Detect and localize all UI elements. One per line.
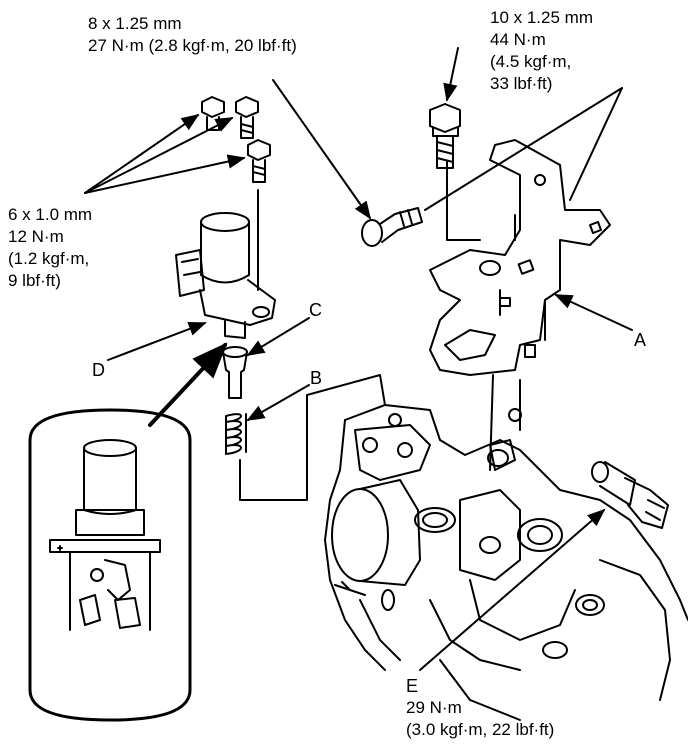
spec-8mm-size: 8 x 1.25 mm: [88, 14, 182, 33]
bolt-6mm-1: [201, 96, 225, 131]
bolt-8mm: [361, 207, 423, 247]
switch-e: [591, 461, 669, 529]
pin-c: [222, 346, 248, 399]
sensor-d: [175, 212, 276, 339]
callout-d: D: [92, 360, 105, 380]
leader-bolt-6mm-2: [84, 117, 234, 194]
spec-6mm-kgf: (1.2 kgf·m,: [8, 249, 90, 268]
spec-8mm-torque: 27 N·m (2.8 kgf·m, 20 lbf·ft): [88, 36, 297, 55]
spring-guide-line: [239, 374, 386, 501]
leader-bolt-6mm-3: [84, 154, 246, 194]
spec-6mm-lbf: 9 lbf·ft): [8, 271, 61, 290]
spec-10mm-lbf: 33 lbf·ft): [490, 74, 553, 93]
spec-10mm-size: 10 x 1.25 mm: [490, 8, 593, 27]
callout-c: C: [309, 300, 322, 320]
leader-bolt-6mm-1: [84, 113, 200, 194]
bracket-a: [429, 139, 611, 376]
leader-c: [246, 317, 310, 356]
inset-leader: [148, 342, 228, 427]
leader-bolt-10mm: [443, 47, 459, 102]
callout-a: A: [634, 330, 647, 350]
callout-b: B: [310, 368, 323, 388]
detail-inset: [28, 408, 192, 722]
spec-switch-kgf: (3.0 kgf·m, 22 lbf·ft): [406, 720, 555, 739]
leader-bracket-2: [424, 87, 623, 211]
leader-a: [554, 294, 633, 331]
transmission-case: [324, 404, 688, 721]
spec-6mm-torque: 12 N·m: [8, 227, 64, 246]
spec-10mm-torque: 44 N·m: [490, 30, 546, 49]
leader-e: [419, 508, 606, 671]
bolt-guide-line: [446, 161, 481, 241]
bolt-6mm-3: [247, 139, 271, 183]
bolt-6mm-2: [235, 96, 259, 139]
leader-d: [107, 322, 207, 361]
leader-bolt-8mm: [272, 79, 372, 220]
leader-bracket-1: [569, 87, 623, 201]
bolt-10mm: [429, 103, 461, 169]
callout-e: E: [406, 676, 419, 696]
spec-10mm-kgf: (4.5 kgf·m,: [490, 52, 572, 71]
leader-b: [246, 384, 310, 421]
spring-b: [225, 413, 247, 455]
spec-switch-torque: 29 N·m: [406, 698, 462, 717]
spec-6mm-size: 6 x 1.0 mm: [8, 205, 93, 224]
